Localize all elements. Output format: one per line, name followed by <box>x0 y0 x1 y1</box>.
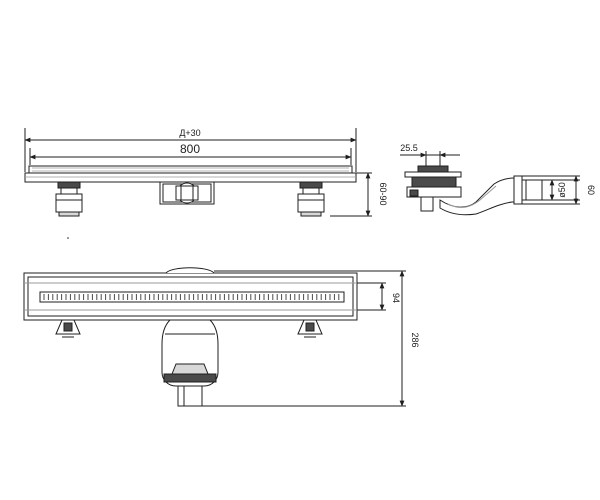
front-grate <box>28 165 353 174</box>
plan-foot-left <box>55 319 81 338</box>
dim-length-total: Д+30 <box>179 128 200 138</box>
plan-foot-right <box>297 319 323 338</box>
front-grate-pattern <box>32 167 349 172</box>
dim-outlet-diameter: ø50 <box>557 182 567 198</box>
stray-dot <box>67 237 69 239</box>
plan-grate-slots <box>43 294 340 300</box>
plan-view <box>23 267 406 407</box>
side-view <box>400 151 580 216</box>
dim-plan-width: 94 <box>391 293 401 303</box>
dim-length-channel: 800 <box>180 142 200 156</box>
dim-height-range: 60-90 <box>378 182 388 205</box>
front-outlet <box>159 181 215 205</box>
front-channel <box>24 172 357 183</box>
front-leg-left <box>55 181 83 217</box>
dim-plan-depth: 286 <box>410 332 420 347</box>
plan-grate <box>39 291 345 303</box>
front-view <box>24 128 372 217</box>
dim-grate-offset: 25.5 <box>400 143 418 153</box>
plan-channel <box>23 272 358 321</box>
plan-outlet-pipe <box>177 385 203 407</box>
side-outlet-pipe <box>521 179 543 201</box>
dim-outlet-height: 60 <box>586 185 596 195</box>
front-leg-right <box>297 181 325 217</box>
plan-outlet-collar <box>165 267 215 274</box>
